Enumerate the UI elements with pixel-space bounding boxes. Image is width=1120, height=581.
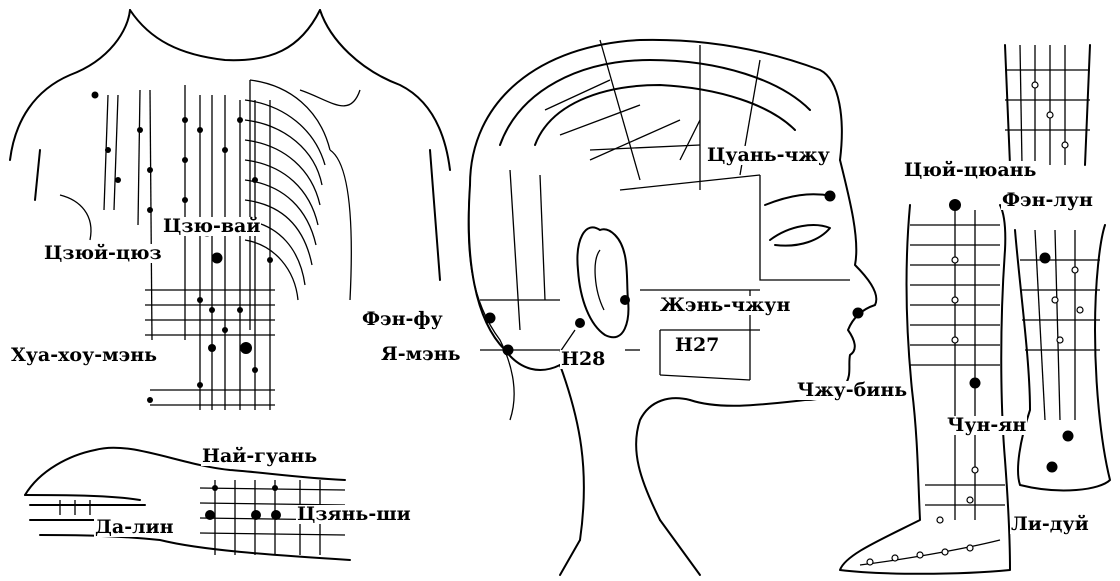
label-h28: H28 [560, 350, 606, 369]
point-chun-yan [1063, 431, 1074, 442]
label-tszyuy-tsyuz: Цзюй-цюз [43, 244, 163, 263]
point-tsyuy-tsyuan [949, 199, 961, 211]
point-chzhu-bin [970, 378, 981, 389]
label-tsuan-chzhu: Цуань-чжу [706, 146, 831, 165]
point-li-duy [1047, 462, 1058, 473]
label-ya-men: Я-мэнь [380, 345, 462, 364]
point-h27 [620, 295, 630, 305]
point-h28 [575, 318, 585, 328]
label-nai-guan: Най-гуань [201, 447, 318, 466]
label-da-lin: Да-лин [94, 518, 175, 537]
label-khua-khou-men: Хуа-хоу-мэнь [10, 346, 158, 365]
point-tsuan-chzhu [825, 191, 836, 202]
label-fen-lun: Фэн-лун [1001, 191, 1094, 210]
label-tsyuy-tsyuan: Цюй-цюань [903, 161, 1037, 180]
point-tszyan-shi [271, 510, 281, 520]
point-nai-guan [251, 510, 261, 520]
label-li-duy: Ли-дуй [1010, 515, 1090, 534]
label-fen-fu: Фэн-фу [361, 310, 444, 329]
point-zhen-chzhun [853, 308, 864, 319]
label-chzhu-bin: Чжу-бинь [796, 381, 908, 400]
point-khua-khou-men [240, 342, 252, 354]
label-zhen-chzhun: Жэнь-чжун [659, 296, 791, 315]
point-fen-fu [485, 313, 496, 324]
point-fen-lun [1040, 253, 1051, 264]
point-ya-men [503, 345, 514, 356]
label-tszyu-vai: Цзю-вай [162, 217, 261, 236]
point-tszyuy-tsyuz [212, 253, 223, 264]
point-da-lin [205, 510, 215, 520]
label-tszyan-shi: Цзянь-ши [296, 505, 412, 524]
label-chun-yan: Чун-ян [946, 416, 1027, 435]
label-h27: H27 [674, 336, 720, 355]
